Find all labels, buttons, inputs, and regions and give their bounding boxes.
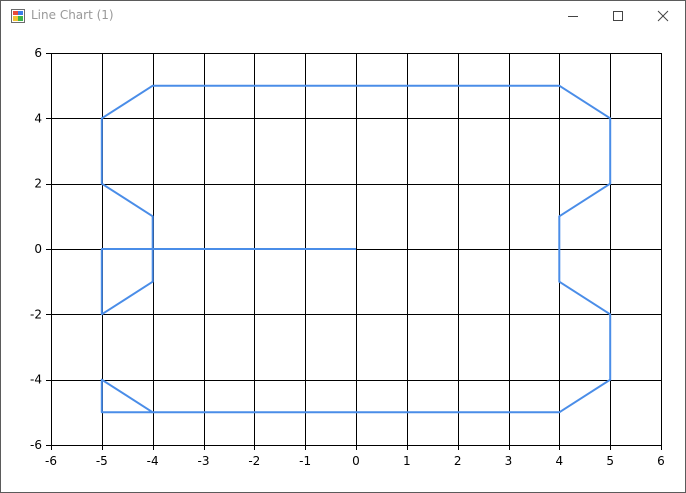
y-tick-label: 6: [34, 46, 42, 60]
app-chart-icon: [11, 9, 25, 23]
series-line: [100, 84, 612, 414]
x-tick-label: 3: [505, 454, 513, 468]
x-tick-label: 4: [556, 454, 564, 468]
maximize-icon: [612, 11, 623, 21]
x-tick-label: -1: [299, 454, 311, 468]
y-tick-label: 2: [34, 177, 42, 191]
x-tick-label: -3: [198, 454, 210, 468]
x-tick-label: -2: [248, 454, 260, 468]
y-tick-label: 4: [34, 111, 42, 125]
x-tick-label: -4: [147, 454, 159, 468]
window-title: Line Chart (1): [31, 8, 114, 22]
x-tick-label: 0: [352, 454, 360, 468]
x-tick-label: -6: [45, 454, 57, 468]
y-tick-label: 0: [34, 242, 42, 256]
x-tick-label: 5: [606, 454, 614, 468]
y-tick-label: -4: [30, 373, 42, 387]
x-tick-label: 1: [403, 454, 411, 468]
line-chart: -6 -5 -4 -3 -2 -1 0 1 2 3 4 5 6 -6 -4 -2 0 2 4 6: [30, 46, 665, 468]
close-button[interactable]: [640, 1, 685, 31]
x-tick-label: 2: [454, 454, 462, 468]
y-tick-label: -6: [30, 438, 42, 452]
y-tick-label: -2: [30, 307, 42, 321]
x-tick-label: -5: [96, 454, 108, 468]
minimize-icon: [567, 16, 578, 17]
close-icon: [657, 10, 668, 22]
maximize-button[interactable]: [595, 1, 640, 31]
title-bar[interactable]: Line Chart (1): [1, 1, 685, 31]
minimize-button[interactable]: [550, 1, 595, 31]
x-tick-label: 6: [657, 454, 665, 468]
